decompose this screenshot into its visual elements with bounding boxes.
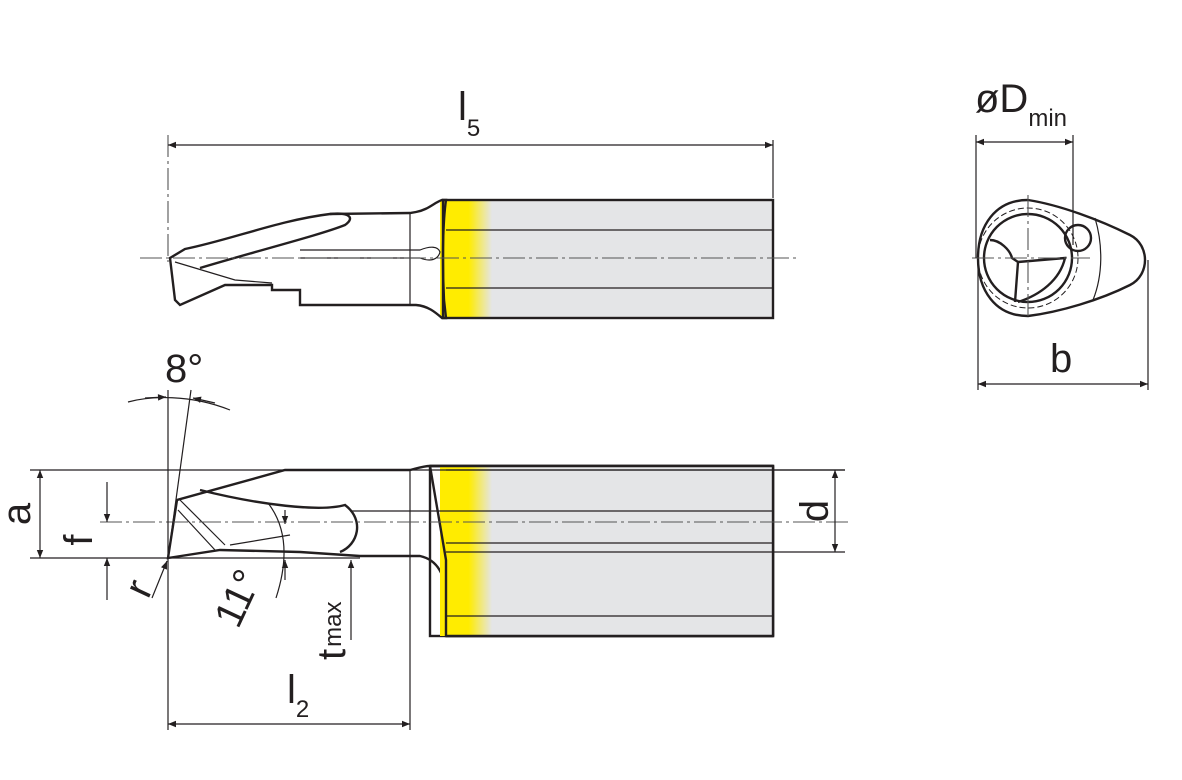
label-a: a	[0, 502, 39, 525]
label-d-min: øDmin	[975, 77, 1067, 132]
label-angle-8: 8°	[165, 347, 203, 391]
label-d: d	[793, 500, 837, 522]
label-b: b	[1050, 337, 1072, 381]
label-r: r	[116, 573, 162, 604]
top-view: l5	[140, 85, 800, 320]
label-t-max: tmax	[310, 602, 354, 660]
insert-top	[168, 198, 448, 320]
label-l2: l2	[287, 668, 309, 723]
label-f: f	[57, 534, 101, 546]
label-l5: l5	[458, 85, 480, 142]
shank-top	[470, 200, 773, 318]
side-view: a f d 8° r 11° tmax l2	[0, 347, 850, 730]
end-view: øDmin b	[972, 77, 1149, 390]
label-angle-11: 11°	[206, 563, 270, 634]
